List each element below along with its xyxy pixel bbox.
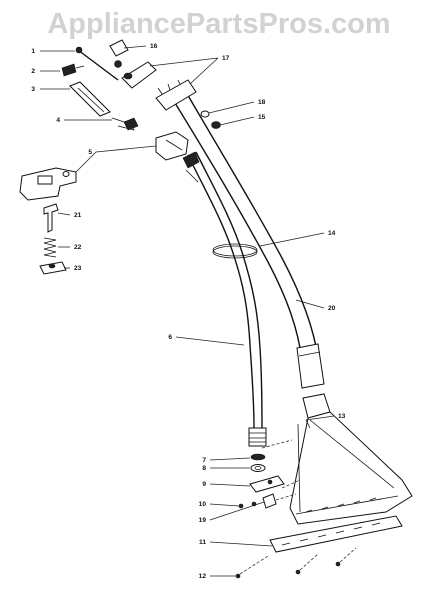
alignment-lines bbox=[261, 439, 301, 501]
leader-lines bbox=[40, 45, 335, 577]
part-15-washer bbox=[211, 121, 221, 129]
callout-9: 9 bbox=[202, 481, 206, 488]
callout-13: 13 bbox=[338, 413, 346, 420]
part-13-nozzle-body bbox=[289, 393, 413, 525]
callout-12: 12 bbox=[199, 573, 207, 580]
part-8-o-ring bbox=[250, 464, 266, 472]
part-9-jet-bracket bbox=[249, 475, 285, 493]
part-21-plunger bbox=[43, 203, 59, 233]
callout-14: 14 bbox=[328, 230, 336, 237]
part-7-washer bbox=[250, 453, 266, 461]
watermark-text: AppliancePartsPros.com bbox=[47, 8, 390, 40]
callout-10: 10 bbox=[199, 501, 207, 508]
part-22-spring bbox=[43, 237, 57, 258]
callout-23: 23 bbox=[74, 265, 82, 272]
callout-6: 6 bbox=[168, 334, 172, 341]
callout-17: 17 bbox=[222, 55, 230, 62]
callout-20: 20 bbox=[328, 305, 336, 312]
callout-21: 21 bbox=[74, 212, 82, 219]
callout-labels: 1 2 3 4 5 6 7 8 9 10 11 12 13 14 15 16 1… bbox=[31, 43, 345, 580]
callout-22: 22 bbox=[74, 244, 82, 251]
part-5-valve-body bbox=[155, 131, 189, 161]
part-11-nozzle-plate bbox=[269, 495, 403, 553]
callout-4: 4 bbox=[56, 117, 60, 124]
callout-15: 15 bbox=[258, 114, 266, 121]
part-2-fitting bbox=[61, 63, 85, 77]
part-6-hose bbox=[182, 151, 267, 447]
part-1-pin bbox=[75, 46, 119, 81]
part-14-hose-clamp bbox=[212, 243, 258, 259]
callout-18: 18 bbox=[258, 99, 266, 106]
callout-19: 19 bbox=[199, 517, 207, 524]
part-16-valve-button bbox=[109, 39, 129, 68]
part-4-spring-clip bbox=[111, 117, 139, 131]
part-19-spray-jet bbox=[262, 493, 277, 509]
part-20-wand-hose bbox=[171, 91, 325, 389]
callout-16: 16 bbox=[150, 43, 158, 50]
callout-5: 5 bbox=[88, 149, 92, 156]
part-18-nut bbox=[200, 110, 210, 118]
part-5-mounting-plate bbox=[19, 167, 77, 201]
callout-11: 11 bbox=[199, 539, 206, 546]
callout-7: 7 bbox=[202, 457, 206, 464]
callout-2: 2 bbox=[31, 68, 35, 75]
callout-8: 8 bbox=[202, 465, 206, 472]
callout-1: 1 bbox=[31, 48, 35, 55]
part-23-valve-seat bbox=[39, 261, 67, 275]
callout-3: 3 bbox=[31, 86, 35, 93]
part-10-screw bbox=[238, 501, 257, 509]
part-12-screw bbox=[235, 547, 357, 579]
part-17-handle-cap bbox=[121, 61, 197, 111]
part-3-trigger-lever bbox=[69, 81, 111, 117]
